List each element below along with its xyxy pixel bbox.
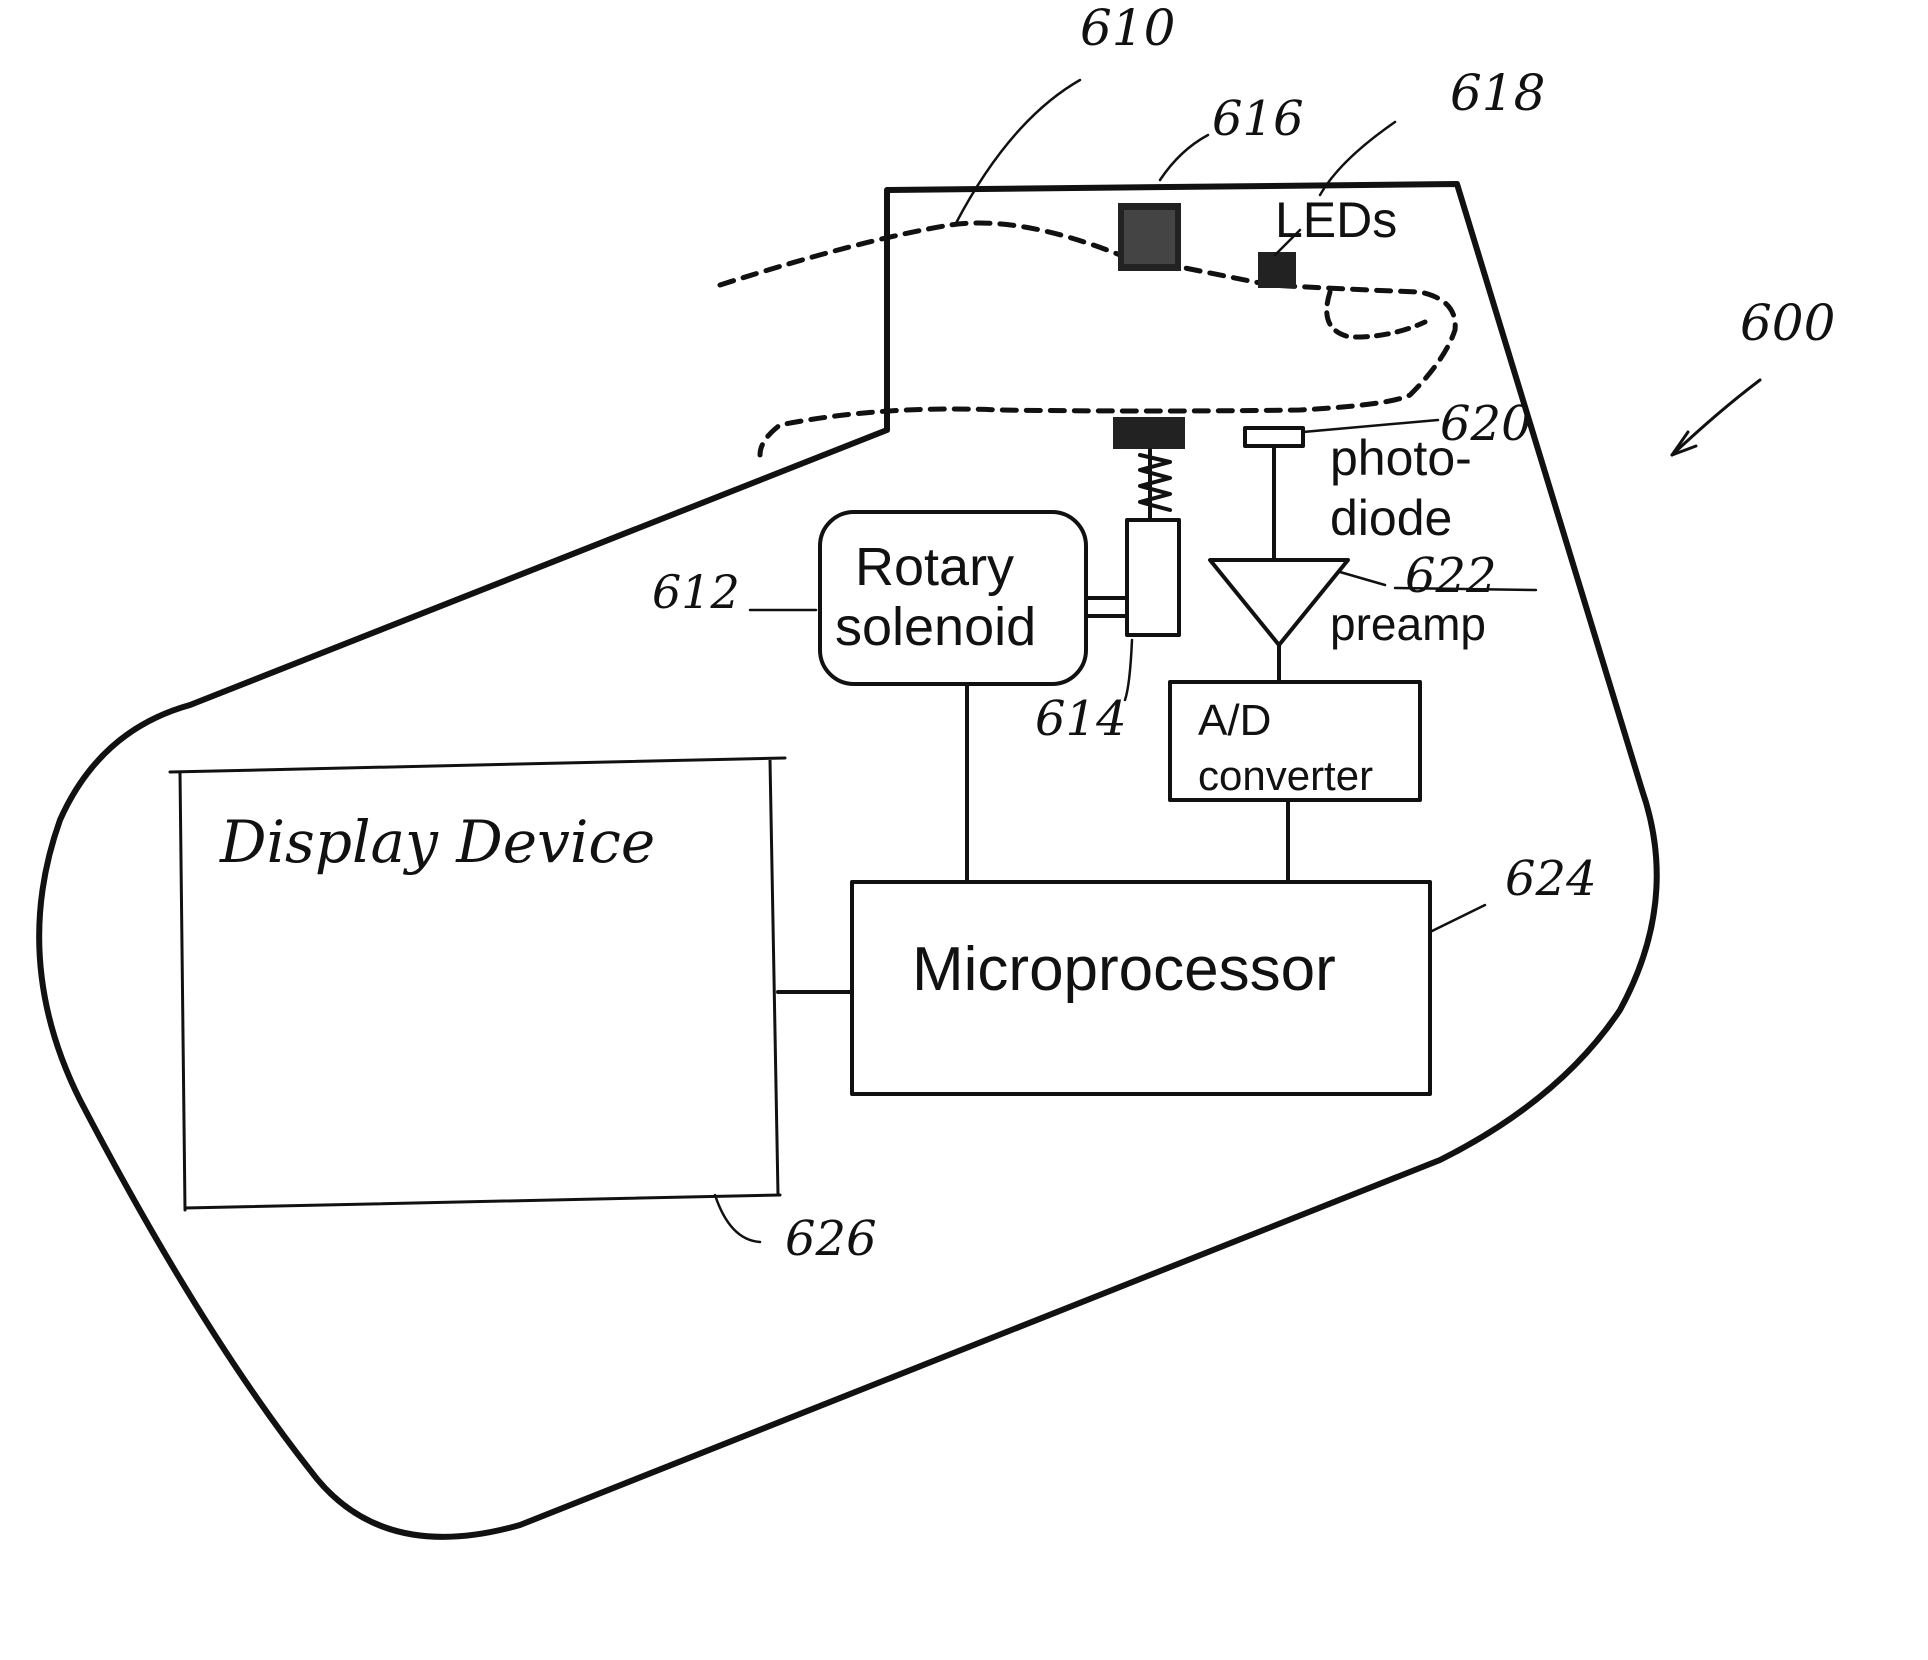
figure-arrow-600 (1672, 380, 1760, 455)
ref-610: 610 (1080, 0, 1175, 57)
spring-coil (1140, 455, 1170, 510)
label-photodiode-1: photo- (1330, 430, 1472, 486)
ref-618: 618 (1450, 64, 1545, 122)
label-microprocessor: Microprocessor (912, 935, 1336, 1004)
leader-626 (715, 1195, 760, 1242)
sample-tip-dashed (1327, 292, 1425, 337)
label-ad-2: converter (1198, 752, 1373, 799)
shaft-head-block (1113, 417, 1185, 449)
ref-624: 624 (1505, 851, 1597, 907)
shaft-body-614 (1127, 520, 1179, 635)
leader-624 (1430, 905, 1485, 932)
leader-616 (1160, 135, 1208, 180)
label-display-device: Display Device (219, 808, 655, 876)
led-618 (1258, 252, 1296, 288)
preamp-triangle (1210, 560, 1348, 645)
ref-616: 616 (1212, 91, 1304, 147)
led-block-texture (1124, 210, 1175, 264)
label-ad-1: A/D (1198, 696, 1271, 745)
leader-610 (955, 80, 1080, 225)
label-preamp: preamp (1330, 598, 1486, 650)
ref-622: 622 (1405, 548, 1497, 604)
sample-path-dashed (720, 223, 1455, 455)
ref-626: 626 (785, 1211, 877, 1267)
label-rotary-2: solenoid (835, 597, 1036, 657)
ref-600: 600 (1740, 294, 1835, 352)
leader-622 (1340, 572, 1385, 585)
solenoid-to-shaft-link (1086, 598, 1127, 616)
label-leds: LEDs (1275, 192, 1397, 248)
ref-614: 614 (1035, 691, 1127, 747)
photodiode-620 (1245, 428, 1303, 446)
label-photodiode-2: diode (1330, 490, 1452, 546)
ref-612: 612 (652, 565, 740, 619)
label-rotary-1: Rotary (855, 537, 1014, 597)
